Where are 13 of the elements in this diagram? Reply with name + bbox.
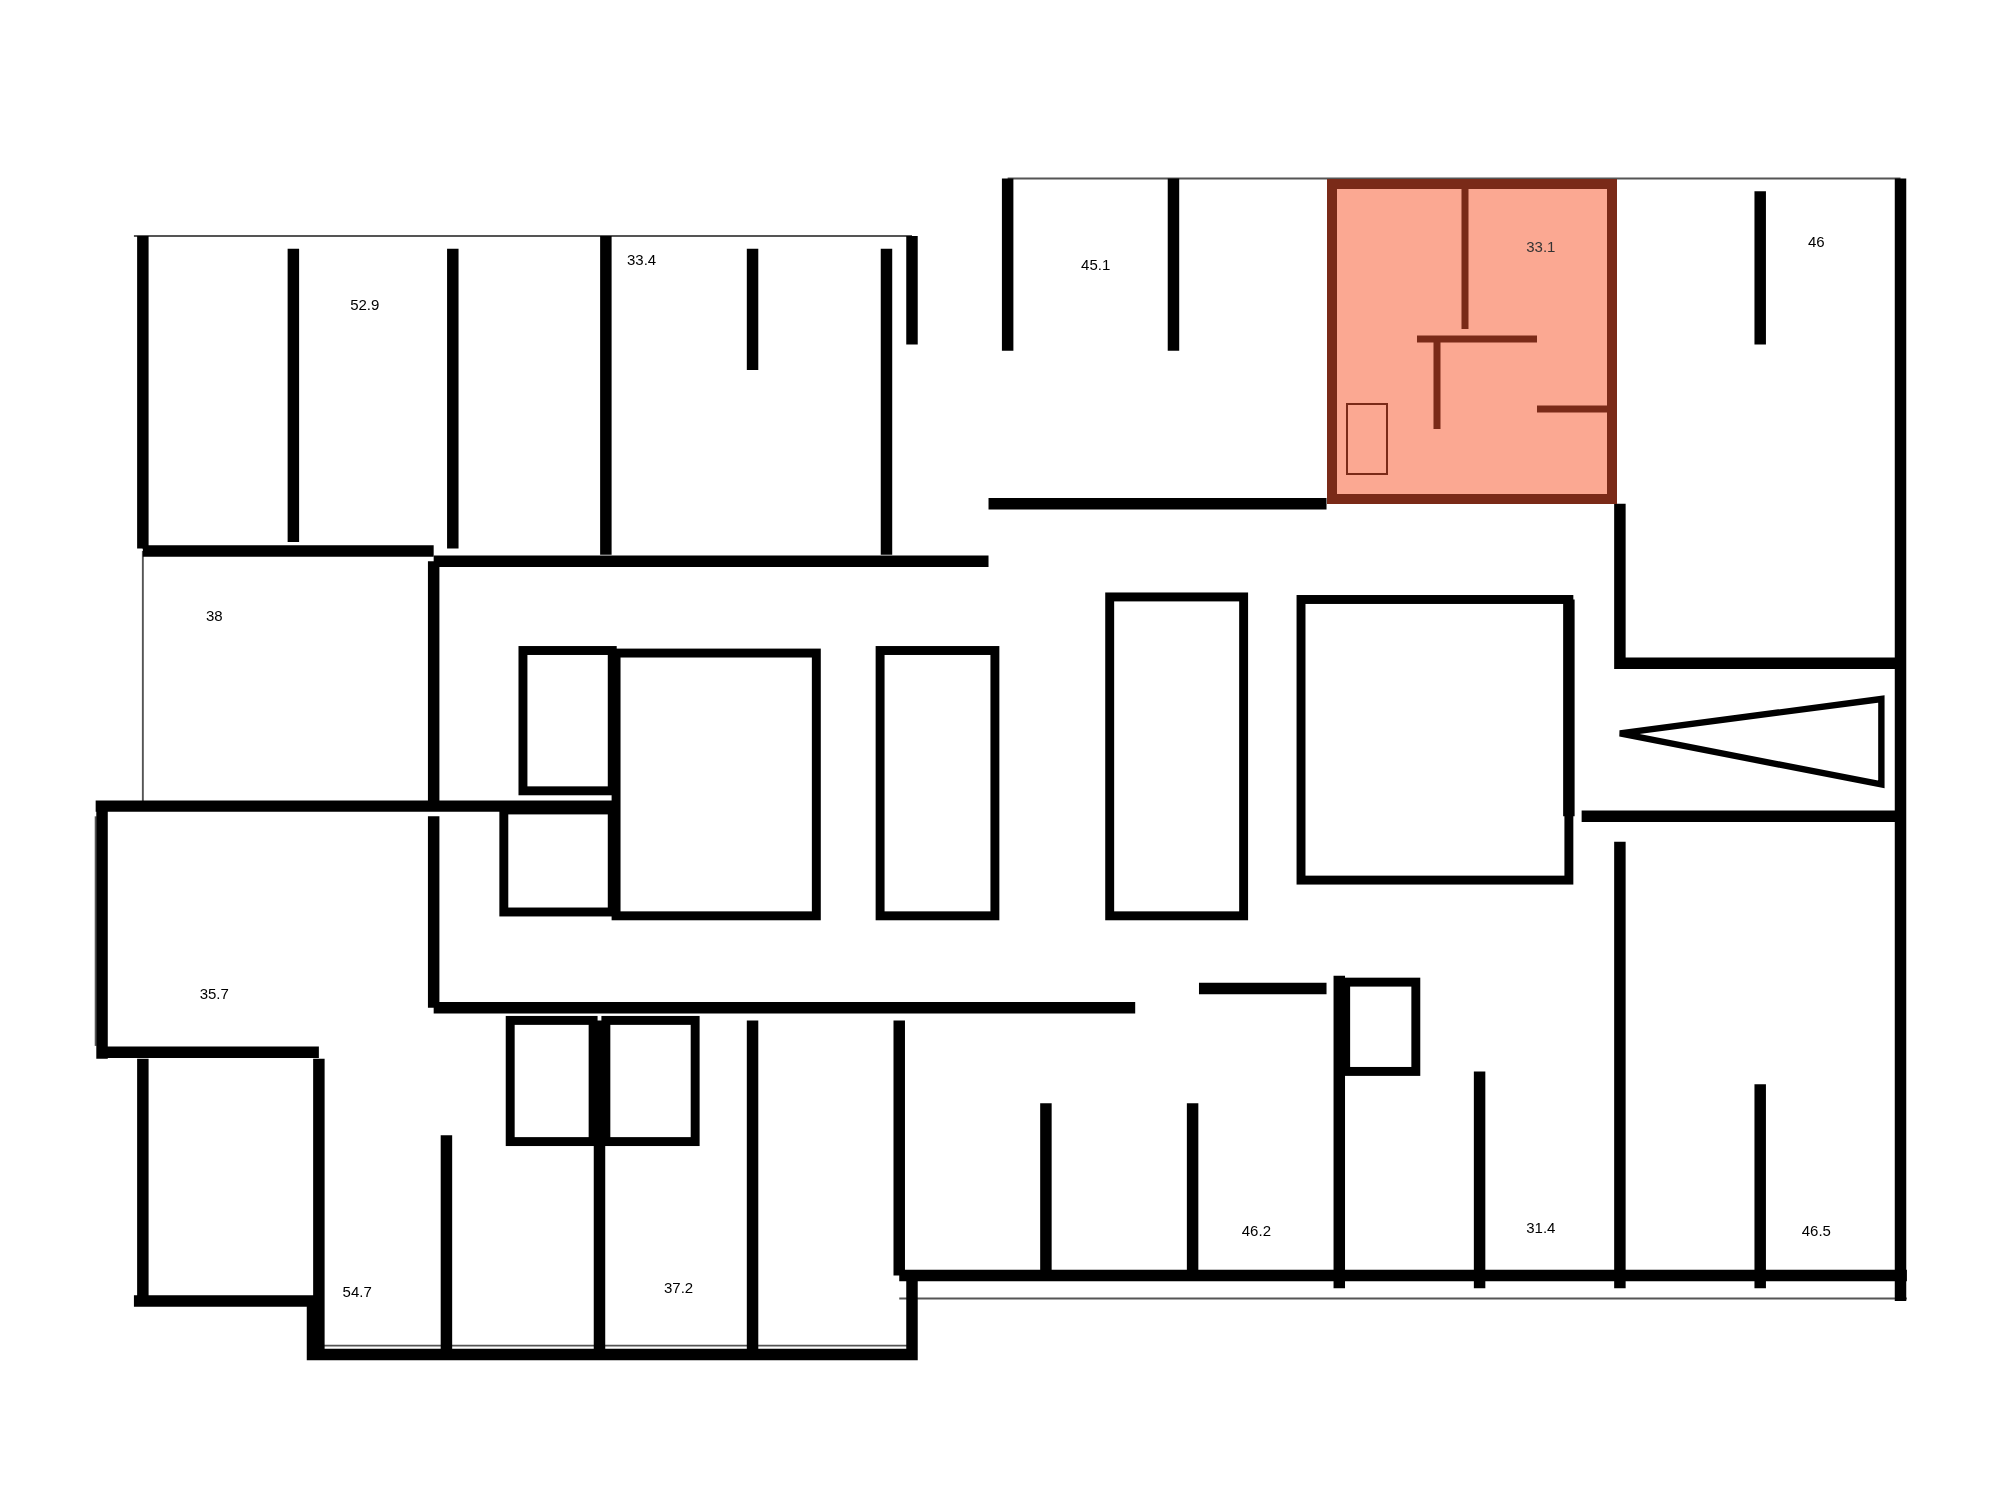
area-label: 35.7 (199, 983, 229, 1004)
area-label: 31.4 (1526, 1218, 1556, 1239)
area-label: 45.1 (1081, 255, 1111, 276)
area-label: 52.9 (350, 294, 380, 315)
area-label: 54.7 (342, 1281, 372, 1302)
area-label: 46 (1807, 232, 1825, 253)
area-label: 46.5 (1801, 1220, 1831, 1241)
area-label: 37.2 (663, 1278, 694, 1298)
area-label: 38 (205, 605, 223, 626)
highlighted-apartment (1326, 178, 1618, 504)
area-label: 33.4 (627, 249, 657, 270)
area-label: 46.2 (1241, 1220, 1271, 1241)
area-label: 33.1 (1526, 237, 1556, 258)
